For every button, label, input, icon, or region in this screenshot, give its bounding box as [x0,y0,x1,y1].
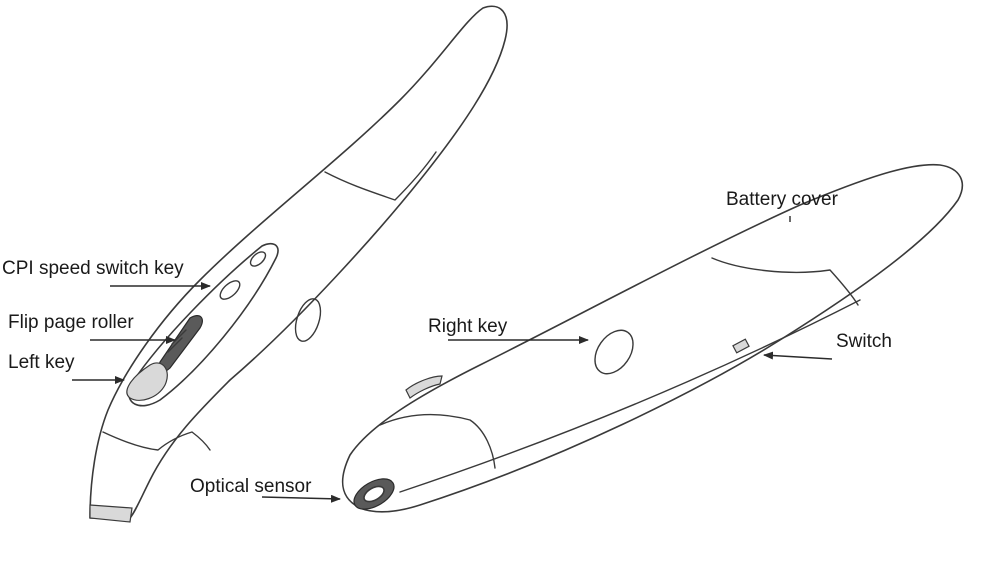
right-key [594,329,634,375]
label-switch: Switch [836,331,892,352]
left-tail-end [89,504,133,523]
left-lower-seam [102,431,211,451]
label-battery-cover: Battery cover [726,189,839,210]
left-side-oval [294,298,322,342]
right-top-key [405,375,443,399]
label-optical-sensor: Optical sensor [190,476,312,497]
right-pen-mouse [341,163,964,513]
label-cpi-switch: CPI speed switch key [2,258,184,279]
left-small-key [219,280,241,300]
left-pen-mouse [89,5,508,523]
left-cap-seam [324,151,437,201]
label-flip-roller: Flip page roller [8,312,134,333]
battery-cover-seam [711,257,859,306]
callout-arrows [72,216,833,503]
optical-sensor-lens [363,485,385,503]
arrow-switch [763,351,833,360]
roller-ridge-2 [167,337,183,353]
label-right-key: Right key [428,316,508,337]
left-pen-body [89,5,508,519]
right-side-rail [399,299,861,493]
label-left-key: Left key [8,352,75,373]
switch [732,338,750,354]
labels: CPI speed switch key Flip page roller Le… [2,189,892,497]
arrow-optical-sensor [261,494,341,503]
cpi-switch-key [249,251,267,267]
left-key [126,362,168,401]
right-nose-seam [379,413,496,469]
